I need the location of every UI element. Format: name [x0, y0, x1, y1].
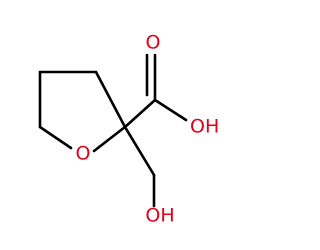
bond-ccooh-oh — [153, 98, 188, 122]
molecule-diagram: O OH O OH — [38, 32, 219, 227]
bond-c2-c3 — [94, 70, 127, 129]
bond-c2-ch2 — [123, 125, 156, 177]
bond-c2-ccooh — [123, 98, 157, 129]
structure-svg: O OH O OH — [38, 32, 219, 227]
acid-hydroxyl-label: OH — [190, 116, 219, 138]
bond-c5-o1 — [38, 125, 73, 150]
ring-oxygen-label: O — [76, 143, 91, 165]
hydroxymethyl-hydroxyl-label: OH — [145, 205, 174, 227]
bond-o1-c2 — [92, 125, 127, 153]
carbonyl-oxygen-label: O — [146, 32, 161, 54]
